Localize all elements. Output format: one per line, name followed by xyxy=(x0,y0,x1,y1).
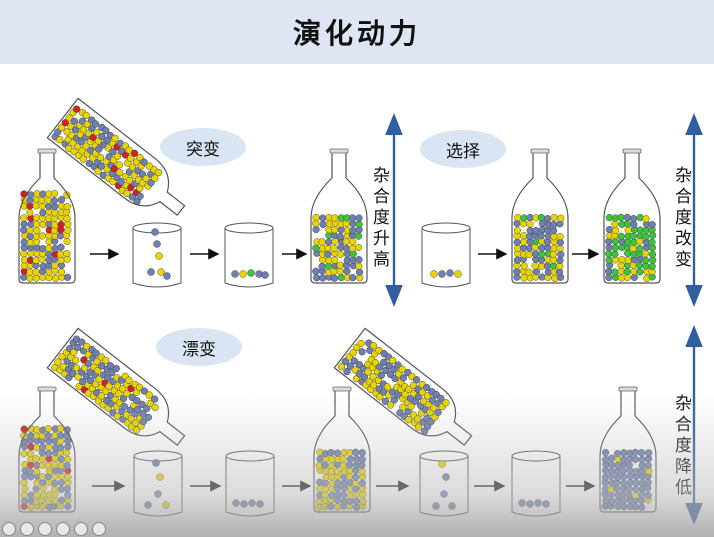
sample-beaker-bottom-1 xyxy=(133,450,183,517)
zoom-icon[interactable] xyxy=(74,522,88,536)
source-bottle-top xyxy=(18,148,76,284)
selection-label: 选择 xyxy=(420,130,506,168)
sample-beaker-top-1 xyxy=(132,222,182,288)
more-icon[interactable] xyxy=(92,522,106,536)
sample-beaker-bottom-3 xyxy=(419,450,469,517)
mutation-label: 突变 xyxy=(160,128,246,166)
heterozygosity-down-label: 杂合度降低 xyxy=(671,394,691,499)
prev-icon[interactable] xyxy=(2,522,16,536)
mutation-label-text: 突变 xyxy=(186,139,220,160)
title-bar: 演化动力 xyxy=(0,0,714,64)
sample-beaker-bottom-2 xyxy=(225,450,275,517)
page-title: 演化动力 xyxy=(292,17,421,50)
drift-label-text: 漂变 xyxy=(182,339,216,360)
result-bottle-mutation xyxy=(310,148,368,284)
result-bottle-selection xyxy=(603,148,661,284)
pen-icon[interactable] xyxy=(38,522,52,536)
mixed-bottle-selection xyxy=(511,148,569,284)
sample-beaker-selection xyxy=(421,222,471,288)
source-bottle-bottom xyxy=(18,386,76,513)
sample-beaker-bottom-4 xyxy=(511,450,561,517)
drift-bottle-middle xyxy=(313,386,371,513)
drift-label: 漂变 xyxy=(156,328,242,366)
menu-icon[interactable] xyxy=(56,522,70,536)
pouring-bottle-bottom-2 xyxy=(333,327,473,446)
slide-controls[interactable] xyxy=(2,522,106,536)
heterozygosity-up-label: 杂合度升高 xyxy=(369,166,389,271)
sample-beaker-top-2 xyxy=(224,222,274,288)
pouring-bottle-top xyxy=(46,97,186,216)
next-icon[interactable] xyxy=(20,522,34,536)
heterozygosity-change-label: 杂合度改变 xyxy=(671,166,691,271)
selection-label-text: 选择 xyxy=(446,141,480,162)
result-bottle-drift xyxy=(599,386,657,513)
